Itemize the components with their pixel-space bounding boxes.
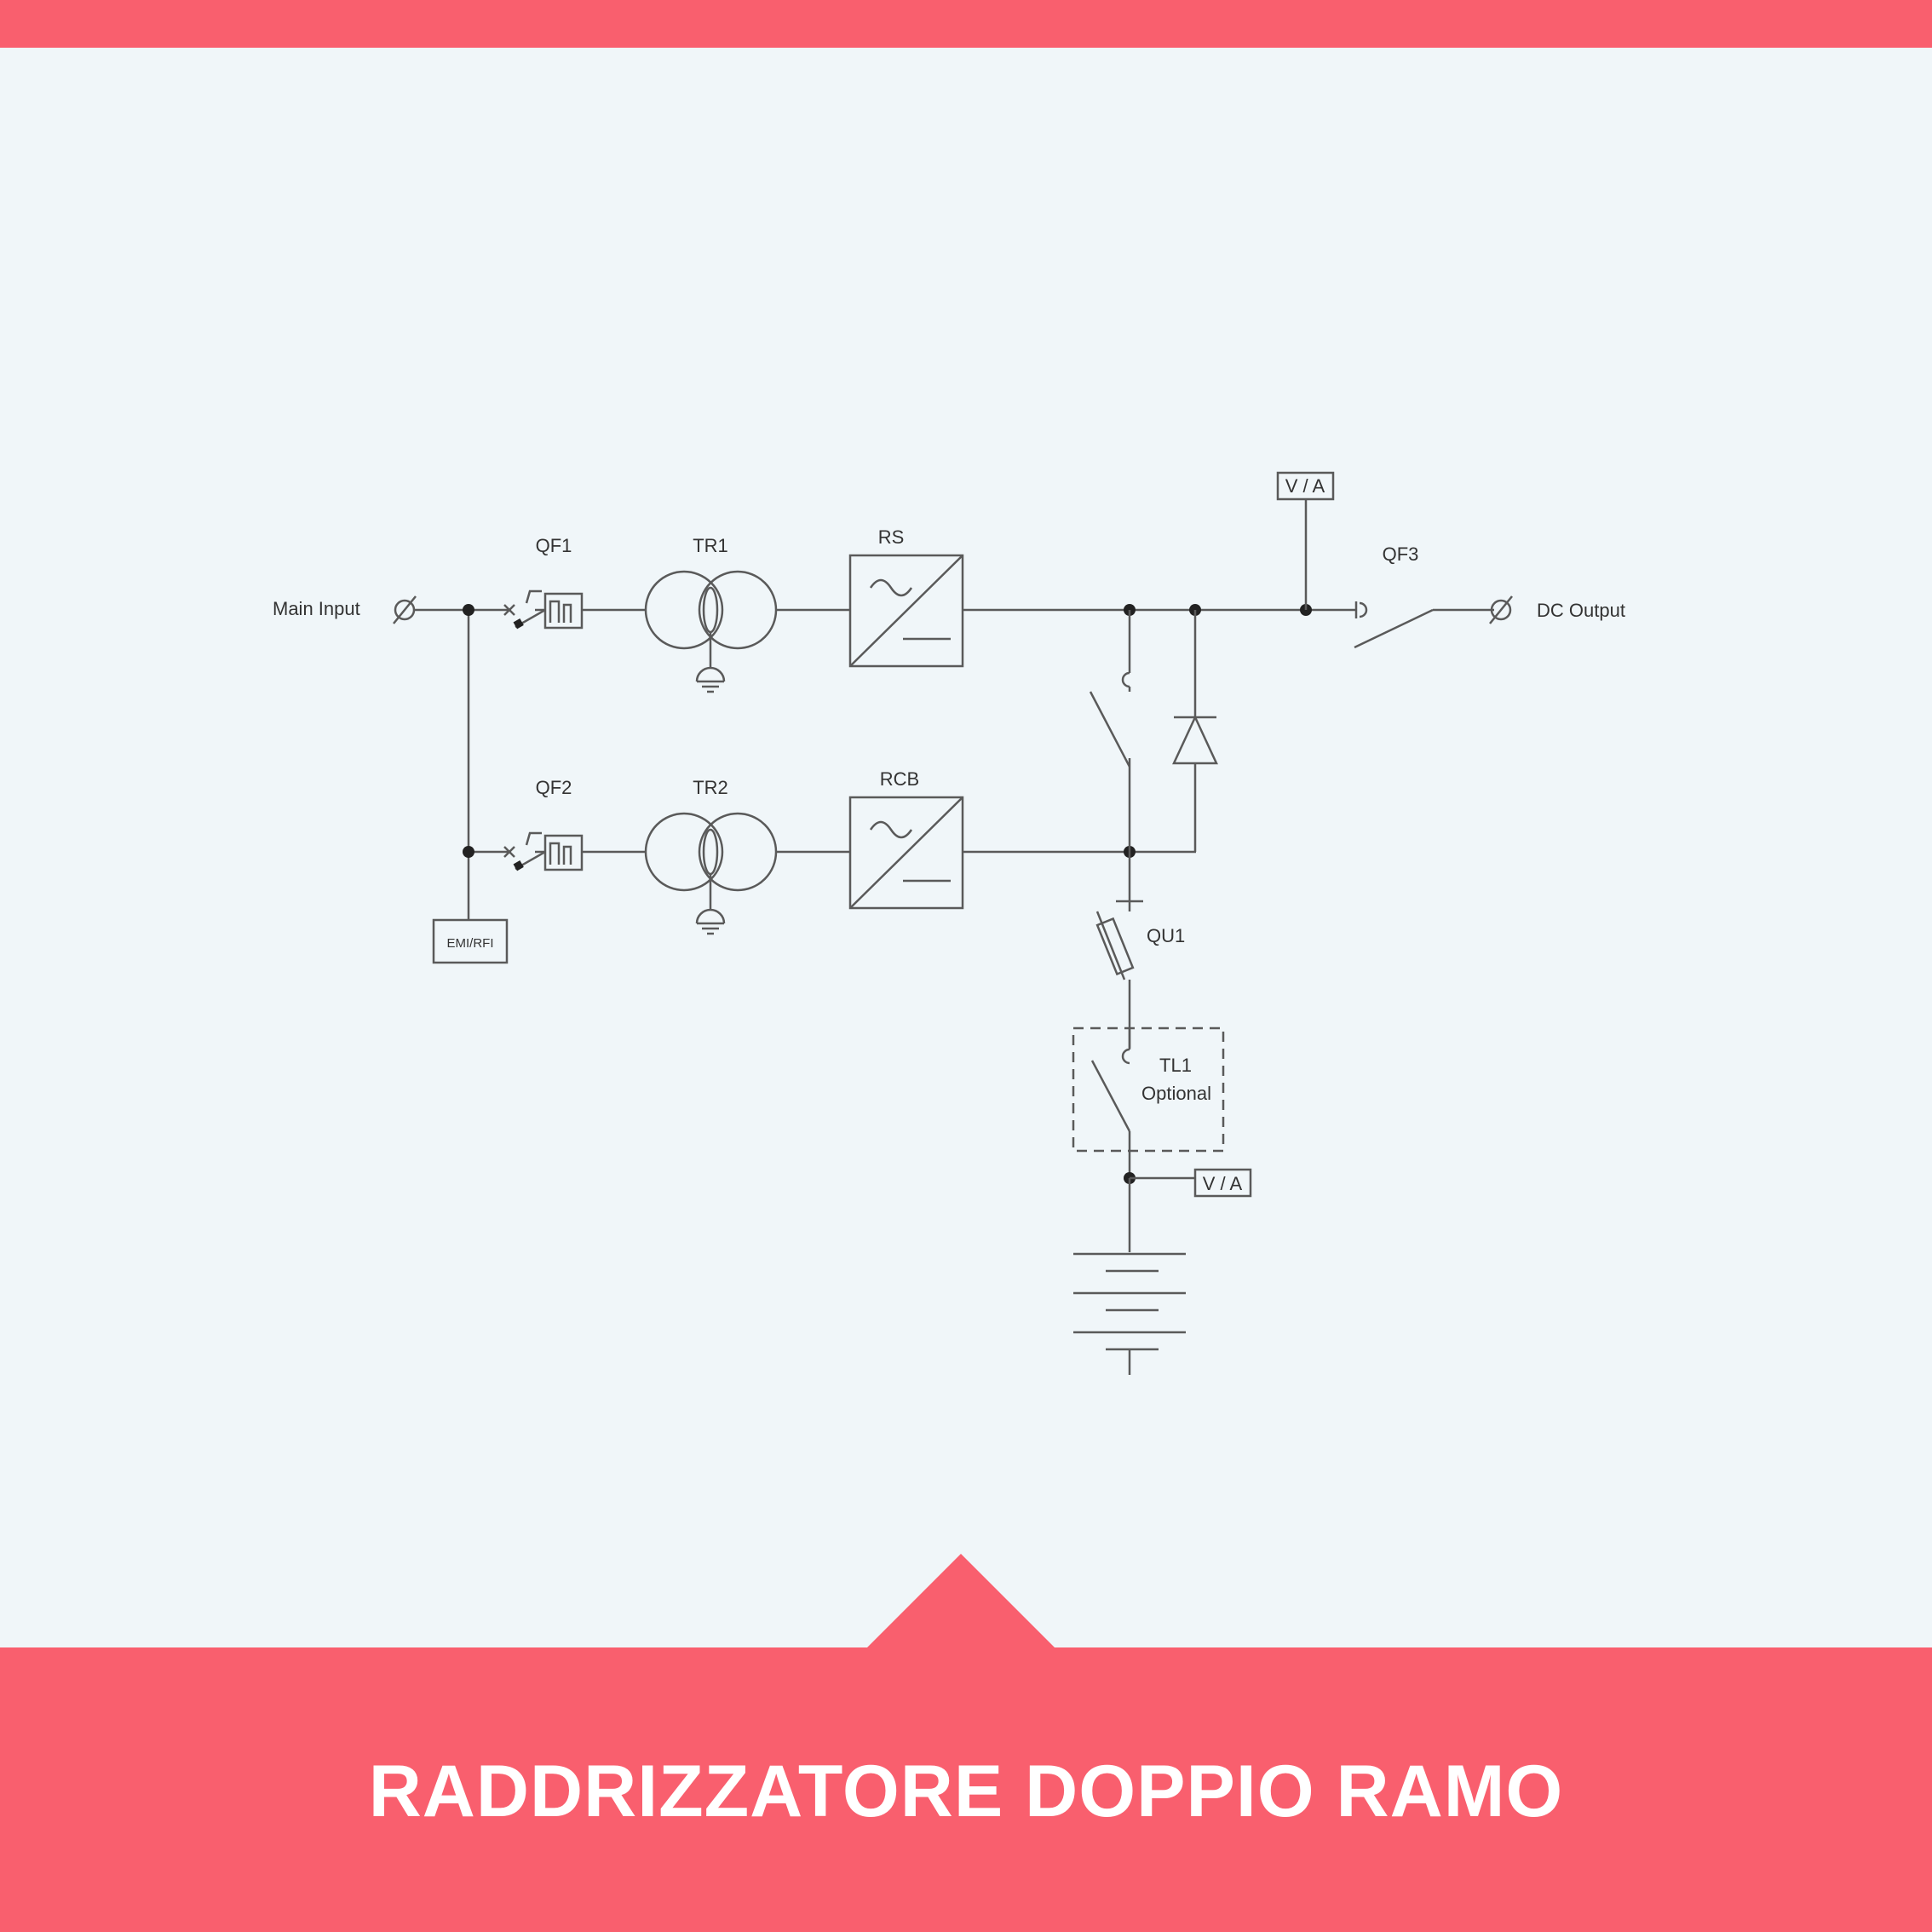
dc-bus xyxy=(963,604,1356,858)
rcb-label: RCB xyxy=(880,768,919,790)
qu1-label: QU1 xyxy=(1147,925,1185,946)
rs-label: RS xyxy=(878,526,905,548)
qf2-label: QF2 xyxy=(536,777,572,798)
va-bottom-label: V / A xyxy=(1203,1173,1243,1194)
tl1-optional-box xyxy=(1072,1026,1225,1178)
footer-band xyxy=(0,1647,1932,1932)
qf1-breaker-icon xyxy=(503,589,646,630)
dc-output-label: DC Output xyxy=(1537,600,1625,621)
top-band xyxy=(0,0,1932,48)
battery-icon xyxy=(1073,1178,1186,1375)
diode-icon xyxy=(1172,610,1218,852)
footer-title: RADDRIZZATORE DOPPIO RAMO xyxy=(368,1751,1564,1832)
tr1-label: TR1 xyxy=(693,535,728,556)
qf3-label: QF3 xyxy=(1383,543,1419,565)
rcb-rectifier-icon xyxy=(848,796,964,910)
tl1-label: TL1 xyxy=(1159,1055,1192,1076)
voltmeter-top xyxy=(1276,471,1335,610)
qf3-switch-icon xyxy=(1354,601,1494,649)
tr2-label: TR2 xyxy=(693,777,728,798)
voltmeter-bottom xyxy=(1124,1168,1252,1198)
dc-output-terminal-icon xyxy=(1489,595,1513,624)
emi-rfi-label: EMI/RFI xyxy=(447,936,494,951)
optional-label: Optional xyxy=(1141,1083,1211,1104)
bus-tie-switch-icon xyxy=(1089,610,1143,903)
footer-pointer xyxy=(867,1554,1055,1647)
input-bus xyxy=(414,604,511,920)
main-input-terminal-icon xyxy=(393,595,417,624)
rs-rectifier-icon xyxy=(848,554,964,668)
qu1-fuse-icon xyxy=(1095,901,1135,1048)
qf1-label: QF1 xyxy=(536,535,572,556)
qf2-breaker-icon xyxy=(503,831,646,871)
main-input-label: Main Input xyxy=(273,598,360,619)
tr1-transformer-icon xyxy=(644,570,850,693)
va-top-label: V / A xyxy=(1285,475,1325,497)
tr2-transformer-icon xyxy=(644,812,850,935)
emi-rfi-filter xyxy=(432,918,509,964)
